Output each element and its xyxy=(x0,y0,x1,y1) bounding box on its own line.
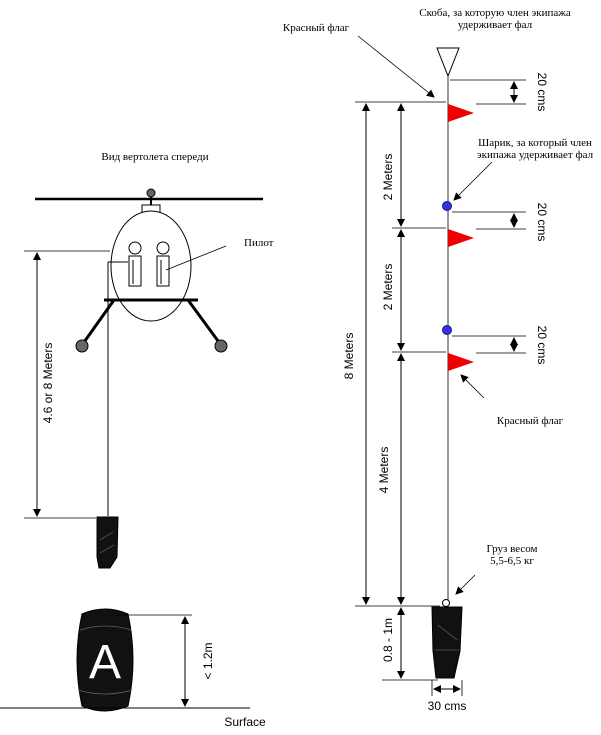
weight-leader xyxy=(455,574,476,595)
ball-label-line2: экипажа удерживает фал xyxy=(477,149,594,161)
ball-label-line1: Шарик, за который член xyxy=(478,137,592,149)
flag-gap-2-label: 20 cms xyxy=(535,203,549,242)
red-flag-3 xyxy=(448,353,474,371)
weight-gap-label: 0.8 - 1m xyxy=(381,618,395,662)
red-flag-2 xyxy=(448,229,474,247)
flag-gap-3-label: 20 cms xyxy=(535,326,549,365)
weight-label-line2: 5,5-6,5 кг xyxy=(490,555,534,567)
seg2-label: 2 Meters xyxy=(381,264,395,311)
weight-label-line1: Груз весом xyxy=(486,543,537,555)
target-marker: A xyxy=(76,608,134,712)
weight-width-label: 30 cms xyxy=(428,699,467,713)
hover-height-label: 4.6 or 8 Meters xyxy=(41,343,55,424)
clevis-label-line2: удерживает фал xyxy=(458,19,533,31)
red-flag-bottom-leader xyxy=(460,374,485,399)
red-flag-top-label: Красный флаг xyxy=(283,22,350,34)
seg3-label: 4 Meters xyxy=(377,447,391,494)
surface-gap-label: < 1.2m xyxy=(201,642,215,679)
pilot-figures xyxy=(128,241,170,287)
grab-ball-2 xyxy=(442,325,452,335)
clevis-label-line1: Скоба, за которую член экипажа xyxy=(419,7,571,19)
total-length-label: 8 Meters xyxy=(342,333,356,380)
red-flag-1 xyxy=(448,104,474,122)
target-letter: A xyxy=(89,636,121,689)
ball-leader xyxy=(453,161,493,201)
seg1-label: 2 Meters xyxy=(381,154,395,201)
pilot-label: Пилот xyxy=(244,237,274,249)
red-flag-top-leader xyxy=(357,35,435,98)
left-weight xyxy=(96,516,119,569)
front-view-title: Вид вертолета спереди xyxy=(101,151,208,163)
red-flag-bottom-label: Красный флаг xyxy=(497,415,564,427)
flag-gap-1-label: 20 cms xyxy=(535,73,549,112)
grab-ball-1 xyxy=(442,201,452,211)
right-weight xyxy=(431,606,463,679)
clevis-shape xyxy=(436,47,460,78)
surface-label: Surface xyxy=(224,715,266,729)
helicopter xyxy=(35,188,263,353)
